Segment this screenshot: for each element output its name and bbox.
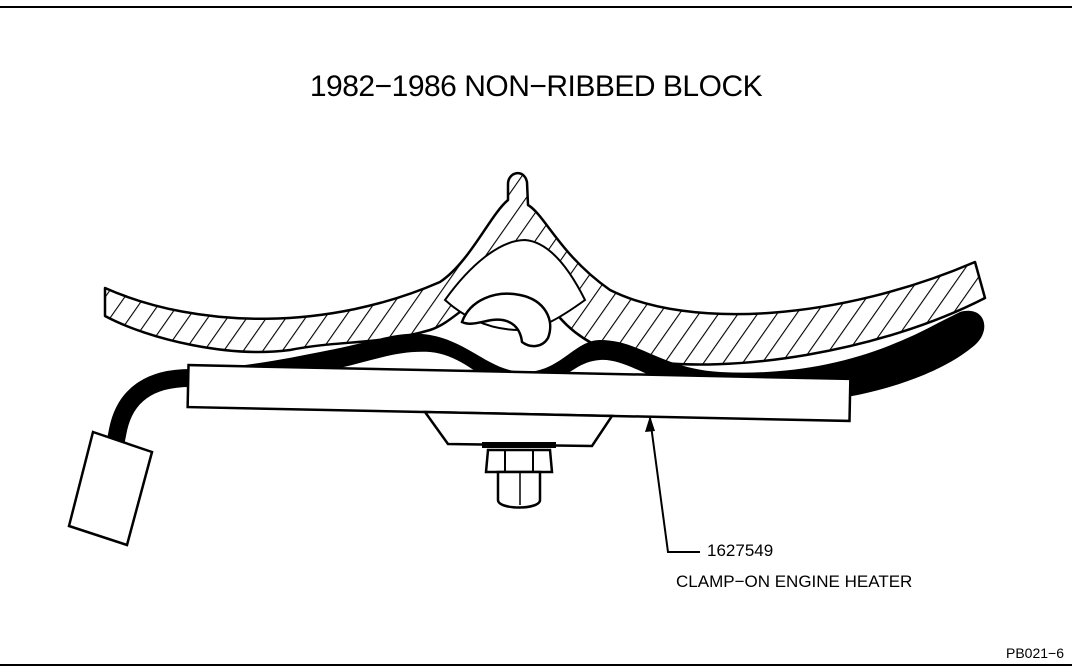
heater-element-band — [106, 310, 985, 447]
top-border-line — [0, 6, 1072, 8]
part-name-label: CLAMP−ON ENGINE HEATER — [676, 572, 913, 591]
callout-leader-line — [645, 416, 700, 553]
figure-title: 1982−1986 NON−RIBBED BLOCK — [309, 70, 763, 103]
figure-code-label: PB021−6 — [1006, 645, 1064, 661]
engine-block-section — [103, 172, 987, 366]
plug-connector — [67, 430, 154, 547]
bottom-border-line — [0, 664, 1072, 666]
clamp-base — [422, 410, 615, 448]
nut-and-bolt — [482, 442, 556, 509]
part-number-label: 1627549 — [707, 541, 774, 560]
